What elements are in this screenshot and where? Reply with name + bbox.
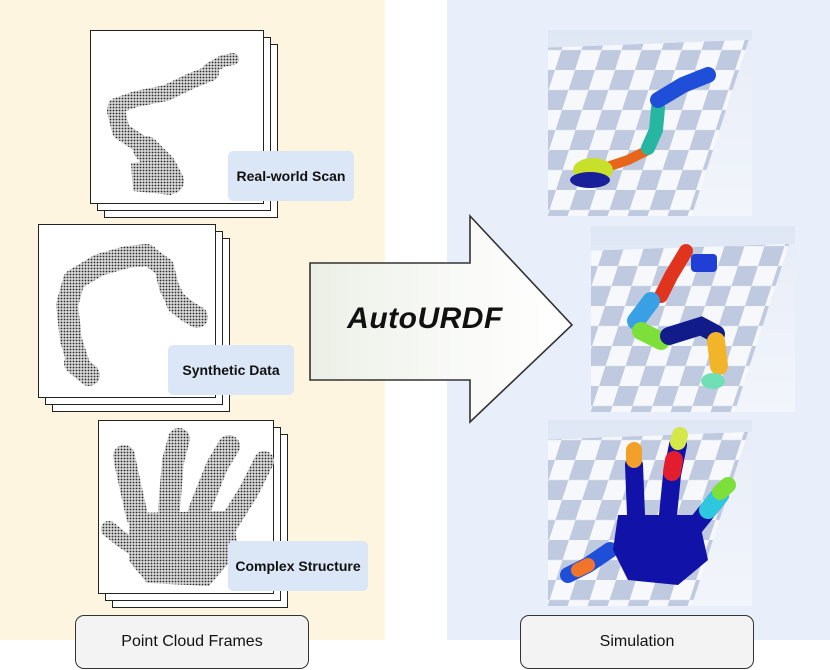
method-label: AutoURDF: [347, 302, 503, 335]
simulation-render-hand: [548, 420, 752, 606]
frame-label: Synthetic Data: [168, 345, 294, 395]
point-cloud-frames-caption: Point Cloud Frames: [75, 615, 309, 669]
frame-stack-real-world-scan: Real-world Scan: [90, 30, 354, 220]
simulation-render-synthetic-arm: [591, 226, 795, 412]
robot-arm-point-cloud: [107, 53, 239, 195]
frame-sheet-front: [98, 420, 274, 594]
hand-point-cloud: [101, 428, 274, 586]
simulation-render-arm: [548, 30, 752, 216]
synthetic-arm-point-cloud: [56, 244, 208, 386]
frame-label: Complex Structure: [228, 541, 368, 591]
frame-sheet-front: [38, 224, 216, 398]
frame-stack-complex-structure: Complex Structure: [98, 420, 368, 610]
frame-label: Real-world Scan: [228, 151, 354, 201]
frame-stack-synthetic-data: Synthetic Data: [38, 224, 294, 414]
process-arrow: [309, 213, 574, 424]
simulation-caption: Simulation: [520, 615, 754, 669]
